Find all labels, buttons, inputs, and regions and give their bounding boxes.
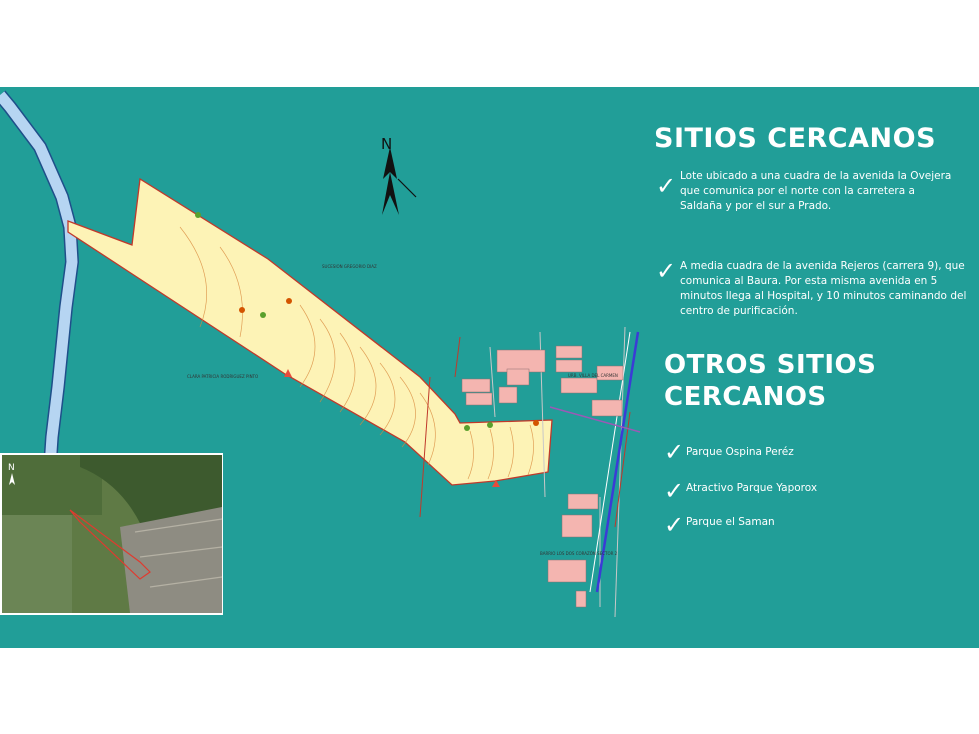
map-slide: SUCESION GREGORIO DIAZ CLARA PATRICIA RO… bbox=[0, 87, 979, 648]
checkmark-icon: ✓ bbox=[664, 477, 685, 505]
svg-text:N: N bbox=[8, 463, 15, 473]
checkmark-icon: ✓ bbox=[664, 438, 685, 466]
sector-label: BARRIO LOS DOS CORAZÓN SECTOR 2 bbox=[540, 551, 618, 556]
site-plan-map: SUCESION GREGORIO DIAZ CLARA PATRICIA RO… bbox=[0, 90, 641, 618]
other-site-item-2: Atractivo Parque Yaporox bbox=[686, 482, 818, 494]
other-sites-title: OTROS SITIOS CERCANOS bbox=[664, 350, 877, 412]
other-site-item-3: Parque el Saman bbox=[686, 516, 775, 528]
north-arrow: N bbox=[381, 135, 417, 215]
near-site-item-1: Lote ubicado a una cuadra de la avenida … bbox=[680, 170, 952, 212]
near-sites-title: SITIOS CERCANOS bbox=[654, 123, 937, 154]
inset-satellite-map: N bbox=[0, 453, 223, 615]
urban-label: URB. VILLA DEL CARMEN bbox=[568, 373, 618, 378]
near-site-item-2: A media cuadra de la avenida Rejeros (ca… bbox=[680, 260, 967, 317]
owner-label-top: SUCESION GREGORIO DIAZ bbox=[322, 264, 377, 269]
checkmark-icon: ✓ bbox=[656, 257, 677, 285]
other-site-item-1: Parque Ospina Peréz bbox=[686, 446, 794, 458]
checkmark-icon: ✓ bbox=[656, 172, 677, 200]
svg-text:N: N bbox=[381, 135, 392, 153]
lot-boundary bbox=[67, 177, 553, 486]
owner-label-left: CLARA PATRICIA RODRIGUEZ PINTO bbox=[187, 374, 258, 379]
checkmark-icon: ✓ bbox=[664, 511, 685, 539]
main-avenue bbox=[595, 331, 640, 593]
